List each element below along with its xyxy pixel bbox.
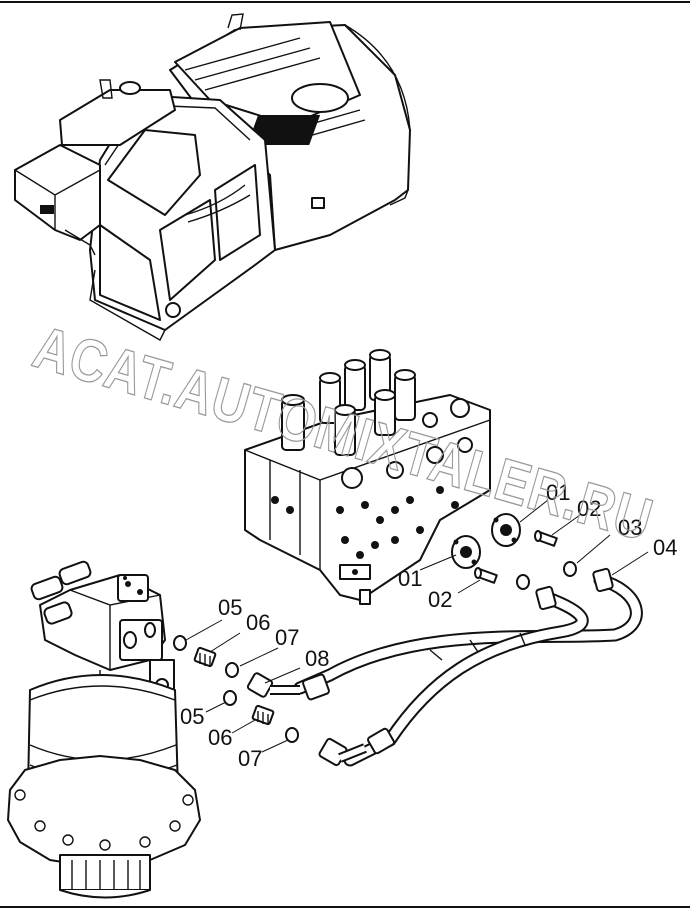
callout-01-lower: 01 (398, 566, 422, 591)
callout-01-upper: 01 (546, 480, 570, 505)
callout-05-upper: 05 (218, 595, 242, 620)
excavator-illustration (14, 13, 411, 341)
swing-motor-assembly (7, 560, 201, 899)
o-ring-part-05-upper (173, 635, 187, 651)
bolt-part-02-lower (474, 567, 498, 584)
callout-03: 03 (618, 515, 642, 540)
callout-07-lower: 07 (238, 746, 262, 771)
adapter-part-06-lower (251, 704, 275, 726)
control-valve-assembly (244, 349, 491, 605)
callout-02-upper: 02 (577, 496, 601, 521)
flange-part-01-lower (451, 535, 481, 569)
leader-lines (185, 499, 649, 753)
callout-07-upper: 07 (275, 625, 299, 650)
callout-06-lower: 06 (208, 725, 232, 750)
callout-08: 08 (305, 646, 329, 671)
callout-labels: 01 02 01 02 03 04 05 06 07 08 05 06 07 (180, 480, 677, 771)
o-ring-part-03-lower (516, 574, 530, 590)
o-ring-part-05-lower (223, 690, 237, 706)
hose-assemblies (246, 567, 643, 767)
o-ring-part-03-upper (563, 561, 577, 577)
o-ring-part-07-lower (285, 727, 299, 743)
valve-spools (281, 349, 416, 456)
o-ring-part-07-upper (225, 662, 239, 678)
bolt-part-02-upper (534, 530, 558, 547)
callout-05-lower: 05 (180, 704, 204, 729)
callout-04: 04 (653, 535, 677, 560)
flange-part-01-upper (491, 513, 521, 547)
callout-02-lower: 02 (428, 587, 452, 612)
adapter-part-06-upper (193, 646, 217, 668)
callout-06-upper: 06 (246, 610, 270, 635)
